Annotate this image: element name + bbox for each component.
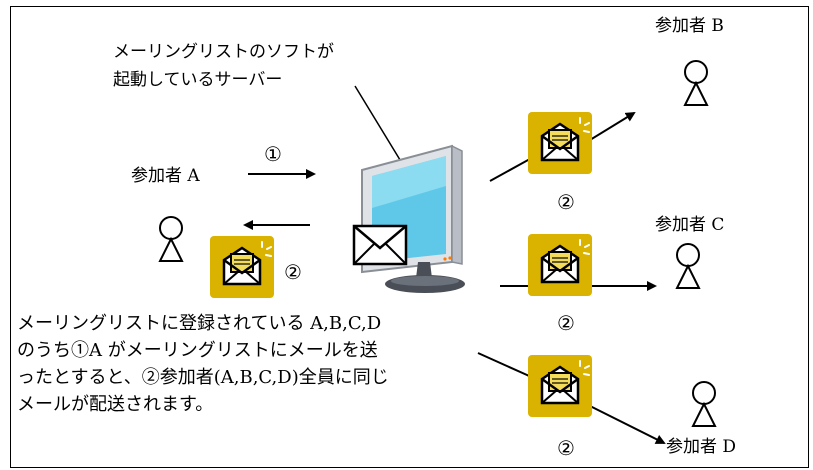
step-2-marker-d: ②	[557, 436, 575, 460]
step-2-marker-c: ②	[557, 311, 575, 335]
participant-a-label: 参加者 A	[131, 166, 200, 186]
server-label-line-1: メーリングリストのソフトが	[113, 42, 334, 62]
server-label-line-2: 起動しているサーバー	[113, 70, 283, 90]
envelope-tile-to-a	[208, 234, 276, 300]
mail-envelope-icon	[352, 224, 408, 266]
person-a-icon	[159, 216, 183, 262]
server-label-leader	[354, 85, 409, 174]
description-line-4: メールが配送されます。	[17, 394, 214, 415]
participant-c-label: 参加者 C	[655, 215, 725, 235]
step-2-marker-b: ②	[557, 190, 575, 214]
step-1-marker: ①	[264, 142, 282, 166]
description-line-1: メーリングリストに登録されている A,B,C,D	[17, 313, 382, 334]
person-c-icon	[676, 243, 700, 289]
description-line-3: ったとすると、②参加者(A,B,C,D)全員に同じ	[17, 367, 389, 388]
envelope-tile-to-c	[526, 232, 594, 298]
envelope-tile-to-d	[526, 353, 594, 419]
description-line-2: のうち①A がメーリングリストにメールを送	[17, 340, 378, 361]
envelope-tile-to-b	[526, 110, 594, 176]
participant-d-label: 参加者 D	[666, 437, 737, 457]
person-b-icon	[684, 60, 708, 106]
diagram-frame	[10, 6, 809, 468]
step-2-marker-a: ②	[284, 260, 302, 284]
description-text: メーリングリストに登録されている A,B,C,D のうち①A がメーリングリスト…	[17, 310, 389, 418]
server-monitor-icon	[361, 144, 465, 293]
person-d-icon	[692, 381, 716, 427]
participant-b-label: 参加者 B	[655, 16, 724, 36]
